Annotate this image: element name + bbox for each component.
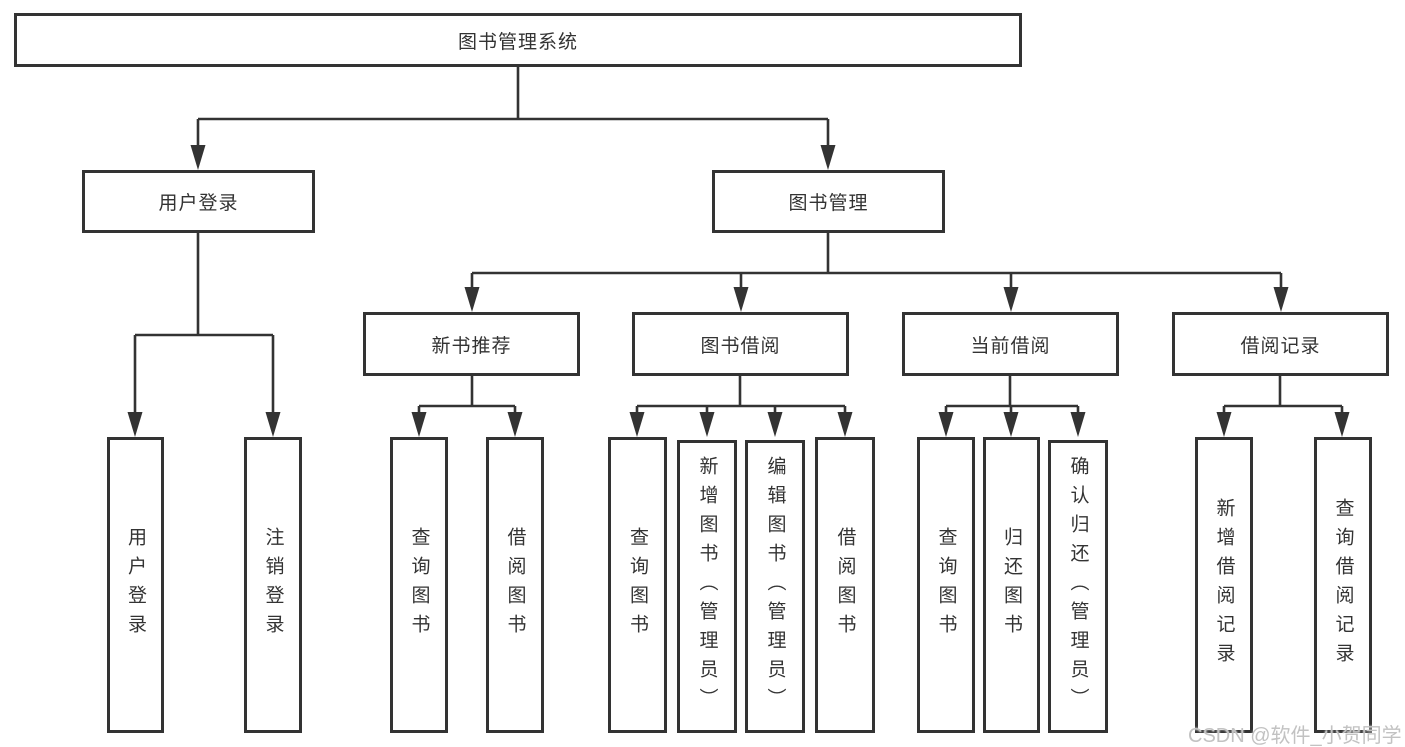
node-current-borrow: 当前借阅 xyxy=(902,312,1119,376)
node-borrow-record: 借阅记录 xyxy=(1172,312,1389,376)
leaf-recommend-borrow-books: 借阅图书 xyxy=(486,437,544,733)
leaf-query-borrow-record: 查询借阅记录 xyxy=(1314,437,1372,733)
leaf-confirm-return-admin: 确认归还（管理员） xyxy=(1048,440,1108,733)
node-book-borrow: 图书借阅 xyxy=(632,312,849,376)
arrowheads xyxy=(127,145,1350,437)
leaf-confirm-return-admin-label: 确认归还（管理员） xyxy=(1067,456,1089,717)
leaf-borrow-query-books: 查询图书 xyxy=(608,437,667,733)
leaf-add-borrow-record-label: 新增借阅记录 xyxy=(1213,498,1235,672)
node-book-management-label: 图书管理 xyxy=(788,193,869,214)
leaf-logout: 注销登录 xyxy=(244,437,302,733)
node-book-management: 图书管理 xyxy=(712,170,945,233)
node-user-login: 用户登录 xyxy=(82,170,315,233)
node-book-borrow-label: 图书借阅 xyxy=(700,335,781,357)
leaf-logout-label: 注销登录 xyxy=(262,527,284,643)
node-user-login-label: 用户登录 xyxy=(158,193,239,214)
leaf-return-books: 归还图书 xyxy=(983,437,1040,733)
node-current-borrow-label: 当前借阅 xyxy=(970,335,1051,357)
node-root-label: 图书管理系统 xyxy=(457,31,578,53)
leaf-recommend-query-books: 查询图书 xyxy=(390,437,448,733)
node-borrow-record-label: 借阅记录 xyxy=(1240,335,1321,357)
node-new-book-recommend-label: 新书推荐 xyxy=(431,335,512,357)
leaf-query-borrow-record-label: 查询借阅记录 xyxy=(1332,498,1354,672)
leaf-add-book-admin: 新增图书（管理员） xyxy=(677,440,737,733)
leaf-borrow-books-label: 借阅图书 xyxy=(834,527,856,643)
leaf-current-query-books: 查询图书 xyxy=(917,437,975,733)
leaf-edit-book-admin: 编辑图书（管理员） xyxy=(745,440,805,733)
node-new-book-recommend: 新书推荐 xyxy=(363,312,580,376)
leaf-edit-book-admin-label: 编辑图书（管理员） xyxy=(764,456,786,717)
leaf-user-login-label: 用户登录 xyxy=(125,527,146,643)
leaf-borrow-books: 借阅图书 xyxy=(815,437,875,733)
csdn-watermark: CSDN @软件_小贺同学 xyxy=(1188,725,1402,747)
leaf-borrow-query-books-label: 查询图书 xyxy=(627,527,648,643)
leaf-recommend-borrow-books-label: 借阅图书 xyxy=(504,527,526,643)
leaf-recommend-query-books-label: 查询图书 xyxy=(408,527,430,643)
leaf-current-query-books-label: 查询图书 xyxy=(935,527,957,643)
node-root: 图书管理系统 xyxy=(14,13,1022,67)
leaf-user-login: 用户登录 xyxy=(107,437,164,733)
leaf-add-borrow-record: 新增借阅记录 xyxy=(1195,437,1253,733)
leaf-return-books-label: 归还图书 xyxy=(1001,527,1022,643)
leaf-add-book-admin-label: 新增图书（管理员） xyxy=(696,456,718,717)
